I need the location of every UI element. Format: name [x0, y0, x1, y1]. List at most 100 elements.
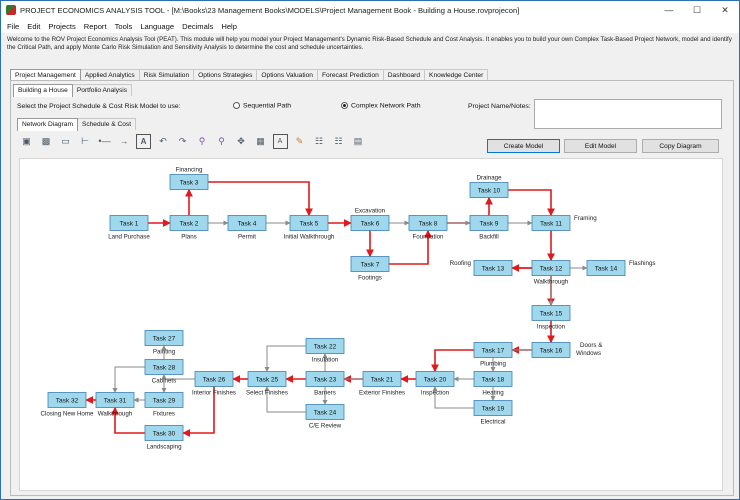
- copy-diagram-button[interactable]: Copy Diagram: [642, 139, 719, 153]
- task-box[interactable]: [531, 305, 571, 321]
- close-button[interactable]: ✕: [721, 4, 729, 15]
- zoom-in-icon[interactable]: ⚲: [198, 135, 206, 146]
- radio-complex-network-path[interactable]: Complex Network Path: [341, 102, 421, 109]
- network-alt-icon[interactable]: ☷: [334, 135, 343, 146]
- radio-sequential-indicator[interactable]: [233, 102, 240, 109]
- task-box[interactable]: [469, 182, 509, 198]
- task-box[interactable]: [473, 400, 513, 416]
- color-icon[interactable]: ✎: [295, 135, 304, 146]
- link-t10-t11[interactable]: [508, 189, 555, 217]
- add-task-alt-icon[interactable]: ▩: [41, 135, 51, 146]
- task-box[interactable]: [531, 260, 571, 276]
- task-box[interactable]: [169, 215, 209, 231]
- task-box[interactable]: [247, 371, 287, 387]
- task-box[interactable]: [144, 392, 184, 408]
- menu-file[interactable]: File: [7, 21, 20, 31]
- add-task-icon[interactable]: ▣: [22, 135, 31, 146]
- task-box[interactable]: [109, 215, 149, 231]
- task-box[interactable]: [473, 371, 513, 387]
- edit-model-button[interactable]: Edit Model: [564, 139, 637, 153]
- redo-icon[interactable]: ↷: [178, 135, 187, 146]
- task-box[interactable]: [144, 330, 184, 346]
- connector-icon[interactable]: ⊢: [81, 135, 89, 146]
- link-t30-t31[interactable]: [111, 406, 145, 434]
- create-model-button[interactable]: Create Model: [487, 139, 560, 153]
- text-style-icon[interactable]: A: [272, 133, 288, 149]
- task-box[interactable]: [227, 215, 267, 231]
- task-box[interactable]: [586, 260, 626, 276]
- task-node-t24[interactable]: Task 24C/E Review: [305, 404, 345, 430]
- link-t24-t25[interactable]: [264, 386, 306, 413]
- tab-portfolio-analysis[interactable]: Portfolio Analysis: [71, 84, 133, 96]
- radio-sequential-path[interactable]: Sequential Path: [233, 102, 291, 109]
- task-box[interactable]: [95, 392, 135, 408]
- project-notes-input[interactable]: [534, 99, 722, 129]
- tab-knowledge-center[interactable]: Knowledge Center: [424, 69, 489, 81]
- link-icon[interactable]: •—: [98, 136, 111, 146]
- minimize-button[interactable]: —: [664, 5, 674, 15]
- link-t3-t5[interactable]: [208, 181, 313, 217]
- path-icon[interactable]: →: [119, 136, 129, 146]
- menu-report[interactable]: Report: [83, 21, 107, 31]
- link-t22-t25[interactable]: [264, 345, 306, 372]
- network-icon[interactable]: ☷: [314, 135, 324, 146]
- task-box[interactable]: [473, 342, 513, 358]
- link-t28-t31[interactable]: [112, 366, 145, 393]
- link-t26-t30[interactable]: [182, 386, 215, 437]
- task-box[interactable]: [531, 215, 571, 231]
- menu-help[interactable]: Help: [221, 21, 237, 31]
- radio-complex-indicator[interactable]: [341, 102, 348, 109]
- tab-building-a-house[interactable]: Building a House: [13, 84, 73, 97]
- task-box[interactable]: [144, 359, 184, 375]
- task-box[interactable]: [169, 174, 209, 190]
- menu-edit[interactable]: Edit: [27, 21, 41, 31]
- task-box[interactable]: [289, 215, 329, 231]
- computer-icon[interactable]: ▤: [353, 135, 363, 146]
- menu-language[interactable]: Language: [140, 21, 175, 31]
- task-box[interactable]: [194, 371, 234, 387]
- task-box[interactable]: [473, 260, 513, 276]
- task-box[interactable]: [305, 404, 345, 420]
- fit-icon[interactable]: ▦: [256, 135, 265, 146]
- link-t19-t20[interactable]: [432, 386, 474, 409]
- task-box[interactable]: [531, 342, 571, 358]
- task-box[interactable]: [415, 371, 455, 387]
- task-box-icon[interactable]: ▭: [61, 135, 70, 146]
- tab-schedule-cost[interactable]: Schedule & Cost: [76, 118, 137, 130]
- task-box[interactable]: [305, 338, 345, 354]
- text-icon[interactable]: A: [136, 133, 151, 149]
- menu-projects[interactable]: Projects: [48, 21, 76, 31]
- task-box[interactable]: [469, 215, 509, 231]
- tab-project-management[interactable]: Project Management: [10, 69, 81, 82]
- maximize-button[interactable]: ☐: [692, 4, 702, 15]
- move-icon[interactable]: ✥: [237, 135, 245, 146]
